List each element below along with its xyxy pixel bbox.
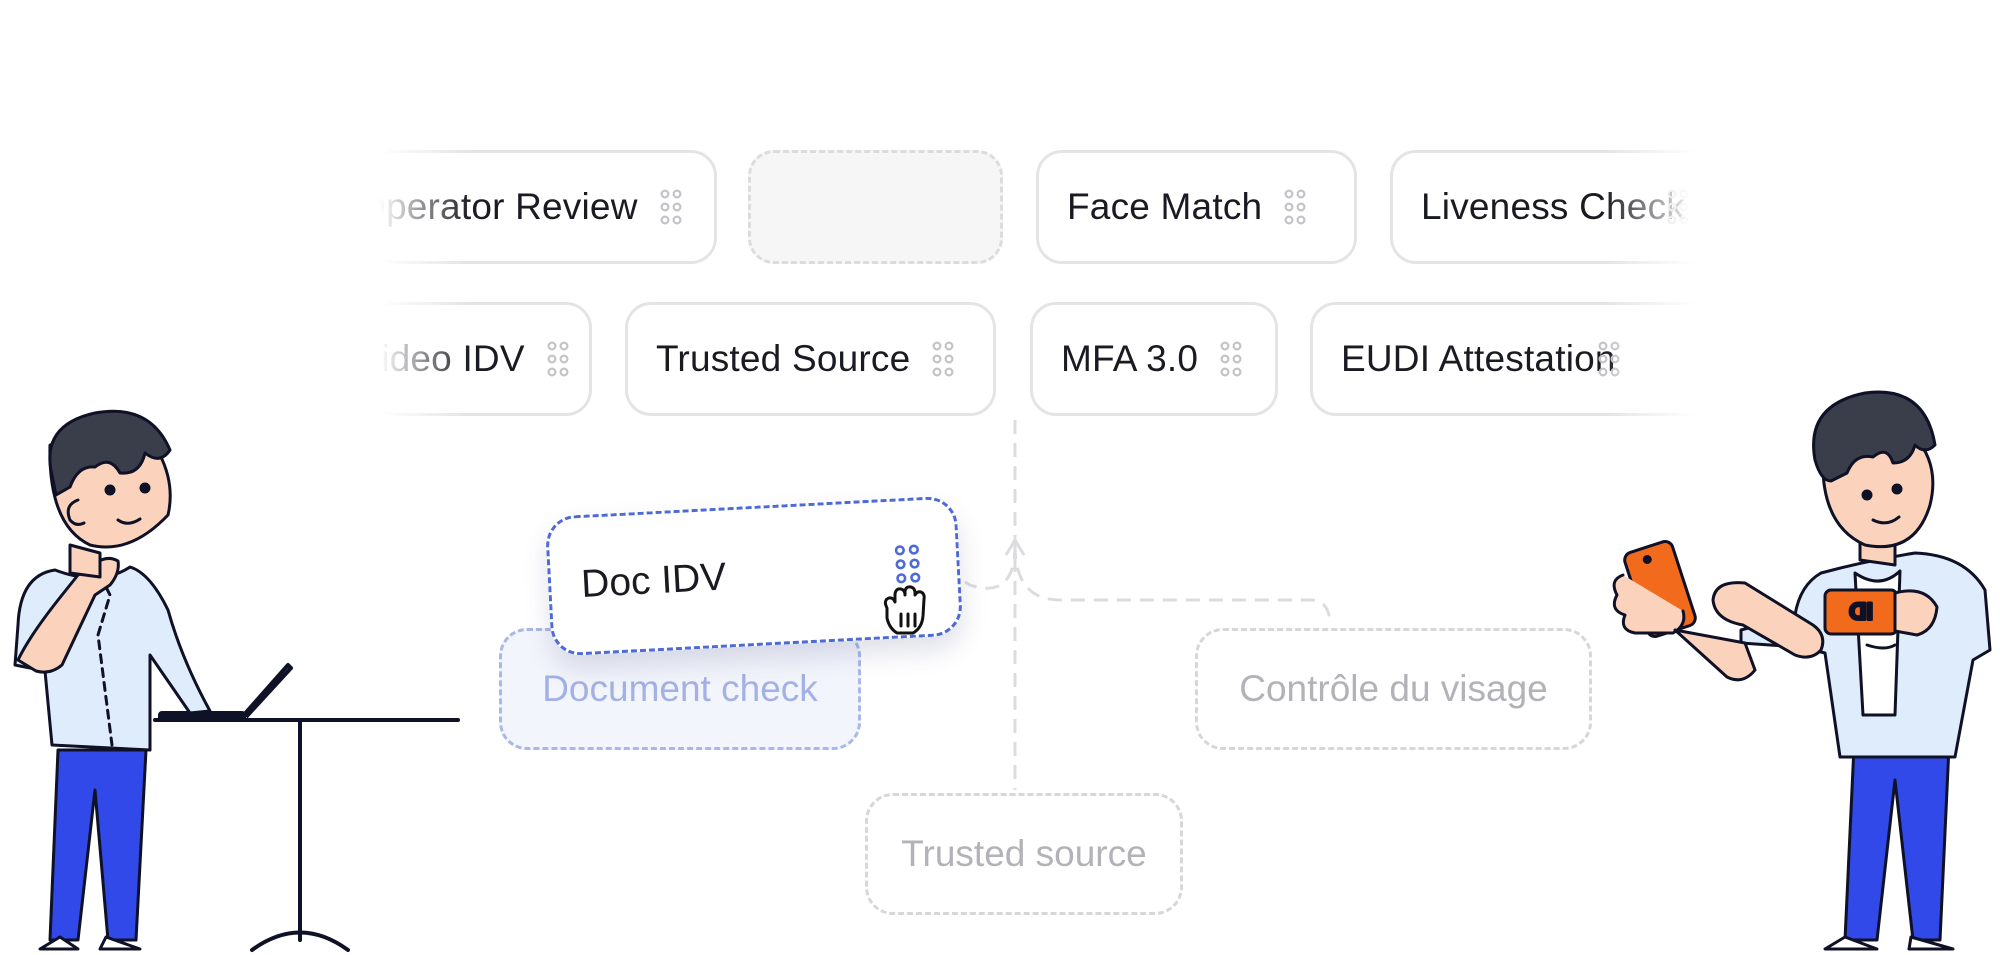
chip-label: Video IDV [380,338,525,379]
grip-dots-icon[interactable] [547,341,569,377]
palette-chip-trusted-source[interactable]: Trusted Source [625,302,996,416]
node-label: Trusted source [901,833,1147,874]
chip-label: MFA 3.0 [1061,338,1199,379]
chip-label: EUDI Attestation [1341,338,1616,379]
dragged-block-doc-idv[interactable]: Doc IDV [544,495,964,657]
person-right: ID [1612,390,1992,951]
grip-dots-icon[interactable] [932,341,954,377]
grip-dots-icon[interactable] [1220,341,1242,377]
flow-node-trusted-source[interactable]: Trusted source [865,793,1183,915]
standing-desk [153,718,460,952]
node-label: Document check [542,668,818,709]
dragged-block-label: Doc IDV [580,555,728,607]
grip-dots-icon[interactable] [1667,189,1689,225]
chip-label: Operator Review [380,186,638,227]
flow-node-document-check[interactable]: Document check [499,628,861,750]
svg-text:ID: ID [1849,597,1873,624]
palette-chip-face-match[interactable]: Face Match [1036,150,1357,264]
block-palette: Operator Review Face Match Liveness Chec… [380,130,1695,440]
chip-label: Liveness Check [1421,186,1685,227]
chip-label: Face Match [1067,186,1263,227]
chip-label: Trusted Source [656,338,911,379]
person-with-phone-illustration: ID [1612,390,1992,951]
grab-hand-cursor-icon [883,585,926,635]
palette-empty-slot [748,150,1003,264]
palette-chip-liveness-check[interactable]: Liveness Check [1390,150,1695,264]
node-label: Contrôle du visage [1239,668,1548,709]
person-left [13,409,212,951]
grip-dots-icon[interactable] [1598,341,1620,377]
palette-chip-operator-review[interactable]: Operator Review [380,150,717,264]
grip-dots-icon[interactable] [1284,189,1306,225]
grip-dots-icon[interactable] [660,189,682,225]
thinking-person-illustration [13,409,460,952]
grip-dots-icon[interactable] [894,543,922,584]
flow-node-face-control[interactable]: Contrôle du visage [1195,628,1592,750]
palette-chip-mfa[interactable]: MFA 3.0 [1030,302,1278,416]
